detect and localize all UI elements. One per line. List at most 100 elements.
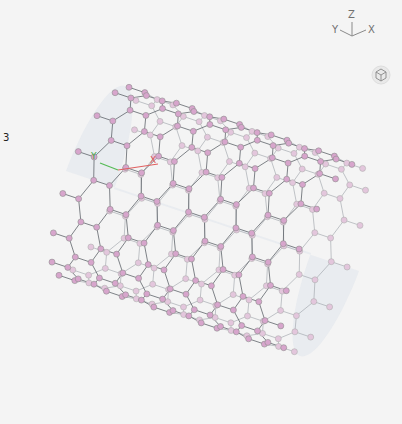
atom-dot (120, 270, 126, 276)
nanotube-mesh (49, 84, 369, 356)
atom-dot (157, 118, 163, 124)
bond-line (79, 180, 94, 199)
view-cube-button (372, 66, 390, 84)
atom-dot (135, 260, 141, 266)
bond-line (330, 238, 332, 262)
atom-dot (190, 128, 196, 134)
atom-dot (138, 193, 144, 199)
atom-dot (281, 217, 287, 223)
atom-dot (189, 256, 195, 262)
bond-line (79, 199, 81, 222)
atom-dot (112, 90, 118, 96)
atom-dot (311, 299, 317, 305)
axis-label: X (150, 156, 156, 165)
atom-dot (133, 288, 139, 294)
atom-dot (344, 264, 350, 270)
atom-dot (328, 259, 334, 265)
atom-dot (291, 150, 297, 156)
atom-dot (265, 339, 271, 345)
atom-dot (296, 272, 302, 278)
atom-dot (274, 174, 280, 180)
atom-dot (215, 302, 221, 308)
atom-dot (268, 132, 274, 138)
atom-dot (238, 144, 244, 150)
atom-dot (333, 176, 339, 182)
atom-dot (262, 318, 268, 324)
bond-line (315, 262, 331, 280)
atom-dot (189, 144, 195, 150)
atom-dot (207, 312, 213, 318)
atom-dot (298, 201, 304, 207)
atom-dot (316, 148, 322, 154)
atom-dot (151, 265, 157, 271)
atom-dot (255, 328, 261, 334)
atom-dot (107, 206, 113, 212)
atom-dot (221, 116, 227, 122)
atom-dot (60, 191, 66, 197)
atom-dot (157, 134, 163, 140)
atom-dot (167, 286, 173, 292)
atom-dot (102, 265, 108, 271)
atom-dot (56, 272, 62, 278)
atom-dot (280, 241, 286, 247)
atom-dot (246, 297, 252, 303)
atom-dot (65, 264, 71, 270)
atom-dot (254, 130, 260, 136)
atom-dot (125, 235, 131, 241)
atom-dot (123, 212, 129, 218)
bond-line (269, 179, 286, 193)
atom-dot (173, 100, 179, 106)
atom-dot (173, 251, 179, 257)
atom-dot (49, 259, 55, 265)
atom-dot (249, 230, 255, 236)
atom-dot (50, 230, 56, 236)
atom-dot (265, 212, 271, 218)
atom-dot (251, 185, 257, 191)
atom-dot (219, 174, 225, 180)
atom-dot (349, 161, 355, 167)
atom-dot (230, 292, 236, 298)
atom-dot (317, 171, 323, 177)
atom-dot (265, 259, 271, 265)
axis-label: X (368, 25, 375, 35)
atom-dot (254, 137, 260, 143)
atom-dot (337, 196, 343, 202)
atom-dot (363, 187, 369, 193)
side-number: 3 (3, 133, 9, 143)
atom-dot (292, 329, 298, 335)
atom-dot (220, 267, 226, 273)
atom-dot (197, 297, 203, 303)
atom-dot (98, 246, 104, 252)
atom-dot (222, 139, 228, 145)
atom-dot (193, 278, 199, 284)
atom-dot (104, 249, 110, 255)
atom-dot (242, 164, 248, 170)
atom-dot (186, 313, 192, 319)
atom-dot (249, 254, 255, 260)
atom-dot (236, 160, 242, 166)
atom-dot (149, 103, 155, 109)
atom-dot (103, 288, 109, 294)
atom-dot (203, 169, 209, 175)
atom-dot (199, 281, 205, 287)
atom-dot (78, 219, 84, 225)
atom-dot (112, 280, 118, 286)
atom-dot (223, 127, 229, 133)
atom-dot (136, 275, 142, 281)
atom-dot (347, 182, 353, 188)
atom-dot (151, 304, 157, 310)
atom-dot (293, 313, 299, 319)
atom-dot (155, 222, 161, 228)
atom-dot (245, 313, 251, 319)
tube-surface (66, 86, 359, 357)
atom-dot (281, 345, 287, 351)
atom-dot (256, 299, 262, 305)
atom-dot (141, 129, 147, 135)
bond-line (296, 302, 313, 316)
atom-dot (285, 160, 291, 166)
atom-dot (218, 324, 224, 330)
atom-dot (86, 272, 92, 278)
axis-label: Y (91, 152, 97, 161)
atom-dot (114, 251, 120, 257)
atom-dot (328, 235, 334, 241)
